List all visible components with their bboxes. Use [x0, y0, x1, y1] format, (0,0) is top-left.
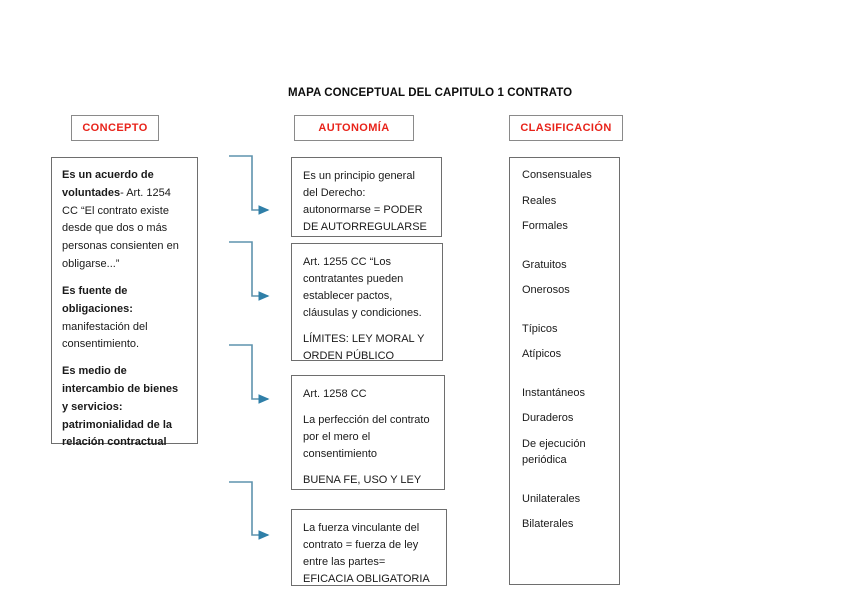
- concepto-item-2-bold: Es fuente de obligaciones:: [62, 284, 133, 315]
- header-box-autonomia[interactable]: AUTONOMÍA: [294, 115, 414, 141]
- list-item: Consensuales: [522, 169, 592, 181]
- list-item: Onerosos: [522, 284, 570, 296]
- concepto-item-1-rest: - Art. 1254 CC “El contrato existe desde…: [62, 186, 179, 271]
- card-autonomia-fuerza-vinculante[interactable]: La fuerza vinculante del contrato = fuer…: [291, 509, 447, 586]
- clasificacion-group-partes: Unilaterales Bilaterales: [522, 491, 619, 533]
- clasificacion-group-tipicidad: Típicos Atípicos: [522, 321, 619, 363]
- clasificacion-group-forma: Consensuales Reales Formales: [522, 167, 619, 235]
- list-item: Instantáneos: [522, 386, 585, 399]
- autonomia-3-line-1: Art. 1258 CC: [303, 388, 367, 400]
- clasificacion-group-duracion: Instantáneos Duraderos De ejecución peri…: [522, 385, 619, 469]
- connector-arrow-1: [229, 155, 270, 215]
- list-item: Reales: [522, 194, 557, 207]
- list-item: De ejecución periódica: [522, 437, 586, 467]
- page-title: MAPA CONCEPTUAL DEL CAPITULO 1 CONTRATO: [288, 87, 573, 99]
- list-item: Duraderos: [522, 412, 574, 424]
- autonomia-2-line-2: LÍMITES: LEY MORAL Y ORDEN PÚBLICO: [303, 333, 425, 363]
- card-autonomia-art-1258[interactable]: Art. 1258 CC La perfección del contrato …: [291, 375, 445, 490]
- concepto-item-3-bold: Es medio de intercambio de bienes y serv…: [62, 365, 179, 449]
- concepto-item-1-bold: Es un acuerdo de voluntades: [62, 169, 154, 199]
- autonomia-1-line-1: Es un principio general del Derecho: aut…: [303, 170, 427, 234]
- card-clasificacion[interactable]: Consensuales Reales Formales Gratuitos O…: [509, 157, 620, 585]
- list-item: Atípicos: [522, 348, 562, 360]
- connector-arrow-3: [229, 344, 270, 404]
- card-autonomia-principio-general[interactable]: Es un principio general del Derecho: aut…: [291, 157, 442, 237]
- card-concepto[interactable]: Es un acuerdo de voluntades- Art. 1254 C…: [51, 157, 198, 448]
- card-autonomia-art-1255[interactable]: Art. 1255 CC “Los contratantes pueden es…: [291, 243, 443, 362]
- concepto-item-2-rest: manifestación del consentimiento.: [62, 320, 148, 351]
- header-label-autonomia: AUTONOMÍA: [318, 122, 390, 134]
- connector-arrow-2: [229, 241, 270, 301]
- header-box-clasificacion[interactable]: CLASIFICACIÓN: [509, 115, 623, 141]
- clasificacion-group-onerosidad: Gratuitos Onerosos: [522, 257, 619, 299]
- header-label-clasificacion: CLASIFICACIÓN: [520, 122, 612, 134]
- autonomia-3-line-3: BUENA FE, USO Y LEY: [303, 474, 422, 487]
- autonomia-2-line-1: Art. 1255 CC “Los contratantes pueden es…: [303, 256, 422, 320]
- autonomia-4-line-1: La fuerza vinculante del contrato = fuer…: [303, 522, 430, 586]
- list-item: Típicos: [522, 322, 558, 335]
- concepto-item-2: Es fuente de obligaciones: manifestación…: [62, 283, 187, 354]
- list-item: Gratuitos: [522, 258, 567, 271]
- connector-arrow-4: [229, 481, 270, 540]
- header-label-concepto: CONCEPTO: [82, 122, 148, 134]
- header-box-concepto[interactable]: CONCEPTO: [71, 115, 159, 141]
- list-item: Unilaterales: [522, 492, 581, 505]
- list-item: Formales: [522, 220, 568, 232]
- concepto-item-3: Es medio de intercambio de bienes y serv…: [62, 363, 187, 452]
- autonomia-3-line-2: La perfección del contrato por el mero e…: [303, 414, 430, 461]
- list-item: Bilaterales: [522, 518, 574, 530]
- concepto-item-1: Es un acuerdo de voluntades- Art. 1254 C…: [62, 167, 187, 274]
